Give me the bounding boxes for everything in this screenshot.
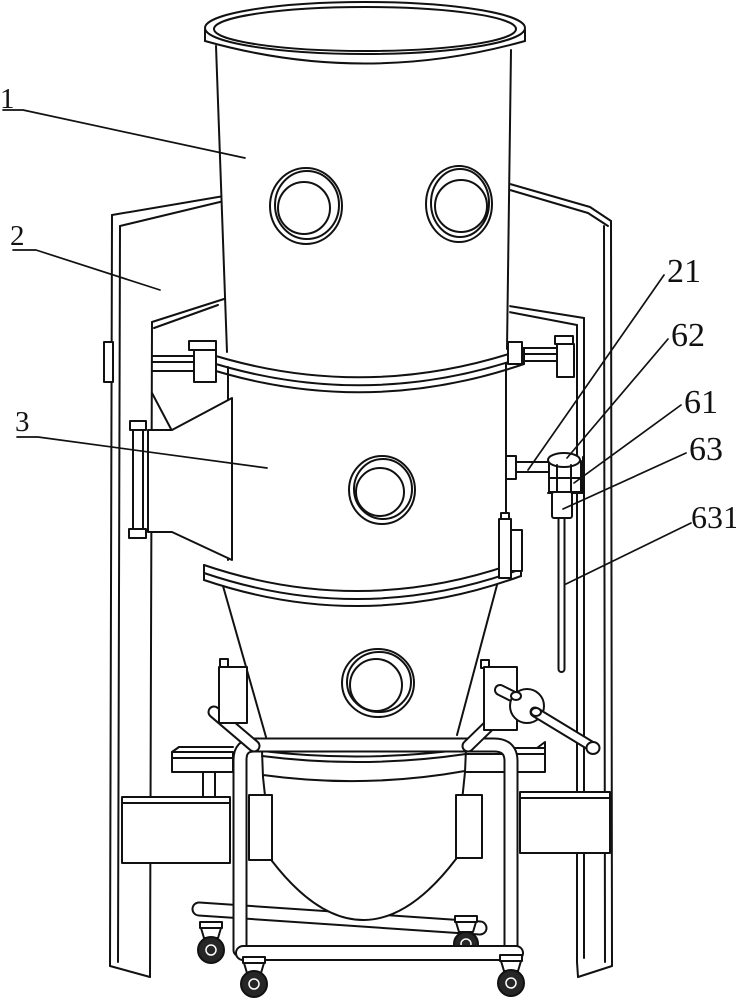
leader-lines [2,109,692,585]
label-21: 21 [667,253,701,290]
label-62: 62 [671,317,705,354]
vessel-body [202,1,526,738]
left-frame-panel [103,195,225,978]
caster-front-right [497,954,525,997]
label-631: 631 [691,499,736,535]
porthole-middle [348,455,416,525]
bowl-bracket-left [248,794,273,861]
bowl-bracket-right [455,794,483,859]
label-2: 2 [10,220,25,252]
porthole-top-right [425,165,493,243]
label-3: 3 [15,406,30,438]
leader-line-3 [16,436,268,469]
left-side-table [171,746,234,798]
leader-line-62 [566,338,669,459]
left-crossbar [121,796,231,864]
caster-front-left [240,956,268,998]
arm-bracket-left [218,658,248,724]
left-support-rod [151,340,217,383]
leader-line-61 [573,404,682,484]
block-63 [551,491,573,519]
leader-line-2 [12,249,161,291]
right-support-rod [507,335,575,378]
label-61: 61 [684,384,718,421]
porthole-cone [341,648,415,718]
leader-line-21 [527,274,665,471]
label-63: 63 [689,431,723,468]
clamp-62 [547,452,584,494]
hinge-bracket [498,512,523,579]
leader-line-1 [2,109,246,159]
rod-631 [557,509,566,673]
spray-rod-21 [505,455,551,480]
product-bowl [261,748,467,921]
caster-rear-left [197,921,225,964]
right-crossbar [519,791,611,854]
cart [191,658,601,998]
right-frame-panel [508,183,613,978]
crank-assembly [480,659,601,755]
porthole-top-left [269,167,343,245]
leader-line-63 [562,452,687,510]
leader-line-631 [565,522,692,585]
feed-duct [128,392,233,561]
label-1: 1 [0,83,15,115]
